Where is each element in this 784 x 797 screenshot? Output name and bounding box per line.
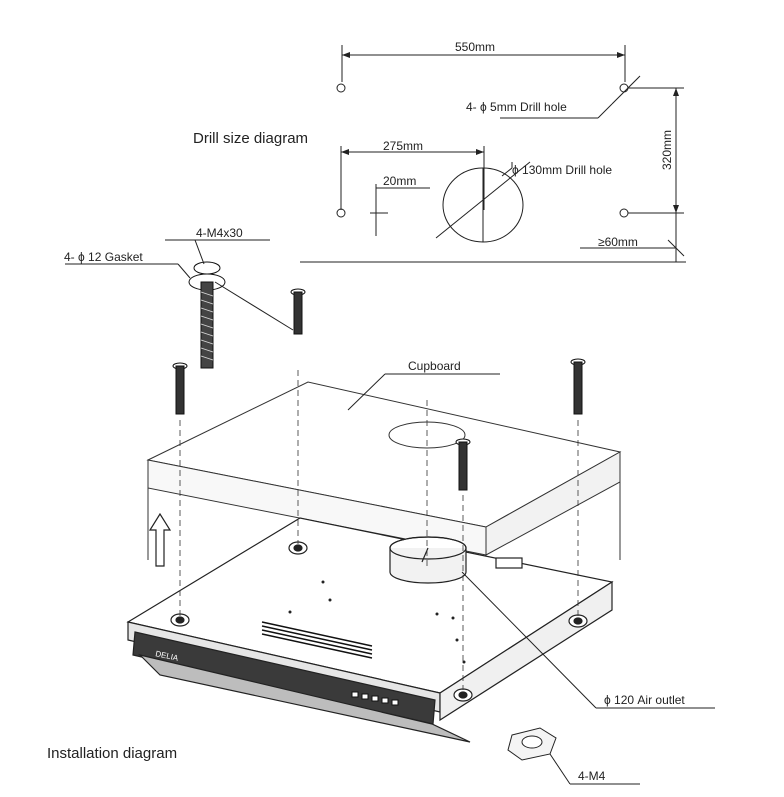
drill-hole-top-left [336,83,346,93]
dim-60-label: ≥60mm [598,235,638,249]
dim-20-label: 20mm [383,174,416,188]
screw-large-icon [188,261,226,369]
drill-hole-top-right [619,83,629,93]
up-arrow-icon [148,512,172,567]
dim-550-label: 550mm [455,40,495,54]
screws [172,261,586,491]
screw-icon [290,288,306,335]
drill-hole-large-label: ϕ 130mm Drill hole [512,163,612,177]
hex-nut-icon [507,727,557,761]
drill-hole-bottom-left [336,208,346,218]
screw-icon [172,362,188,415]
alignment-lines [179,370,579,690]
cupboard-label: Cupboard [408,359,461,373]
installation-diagram-title: Installation diagram [47,745,177,762]
screw-label: 4-M4x30 [196,226,243,240]
leader-lines [65,239,715,785]
screw-icon [455,438,471,491]
drill-diagram-title: Drill size diagram [193,130,308,147]
drill-hole-bottom-right [619,208,629,218]
drill-size-diagram [300,45,686,263]
air-outlet-label: ϕ 120 Air outlet [604,693,685,707]
dim-275-label: 275mm [383,139,423,153]
gasket-label: 4- ϕ 12 Gasket [64,250,143,264]
drill-hole-small-label: 4- ϕ 5mm Drill hole [466,100,567,114]
screw-icon [570,358,586,415]
cupboard [146,381,622,560]
nut-label: 4-M4 [578,769,606,783]
dim-320-label: 320mm [660,130,674,170]
range-hood [126,517,614,743]
